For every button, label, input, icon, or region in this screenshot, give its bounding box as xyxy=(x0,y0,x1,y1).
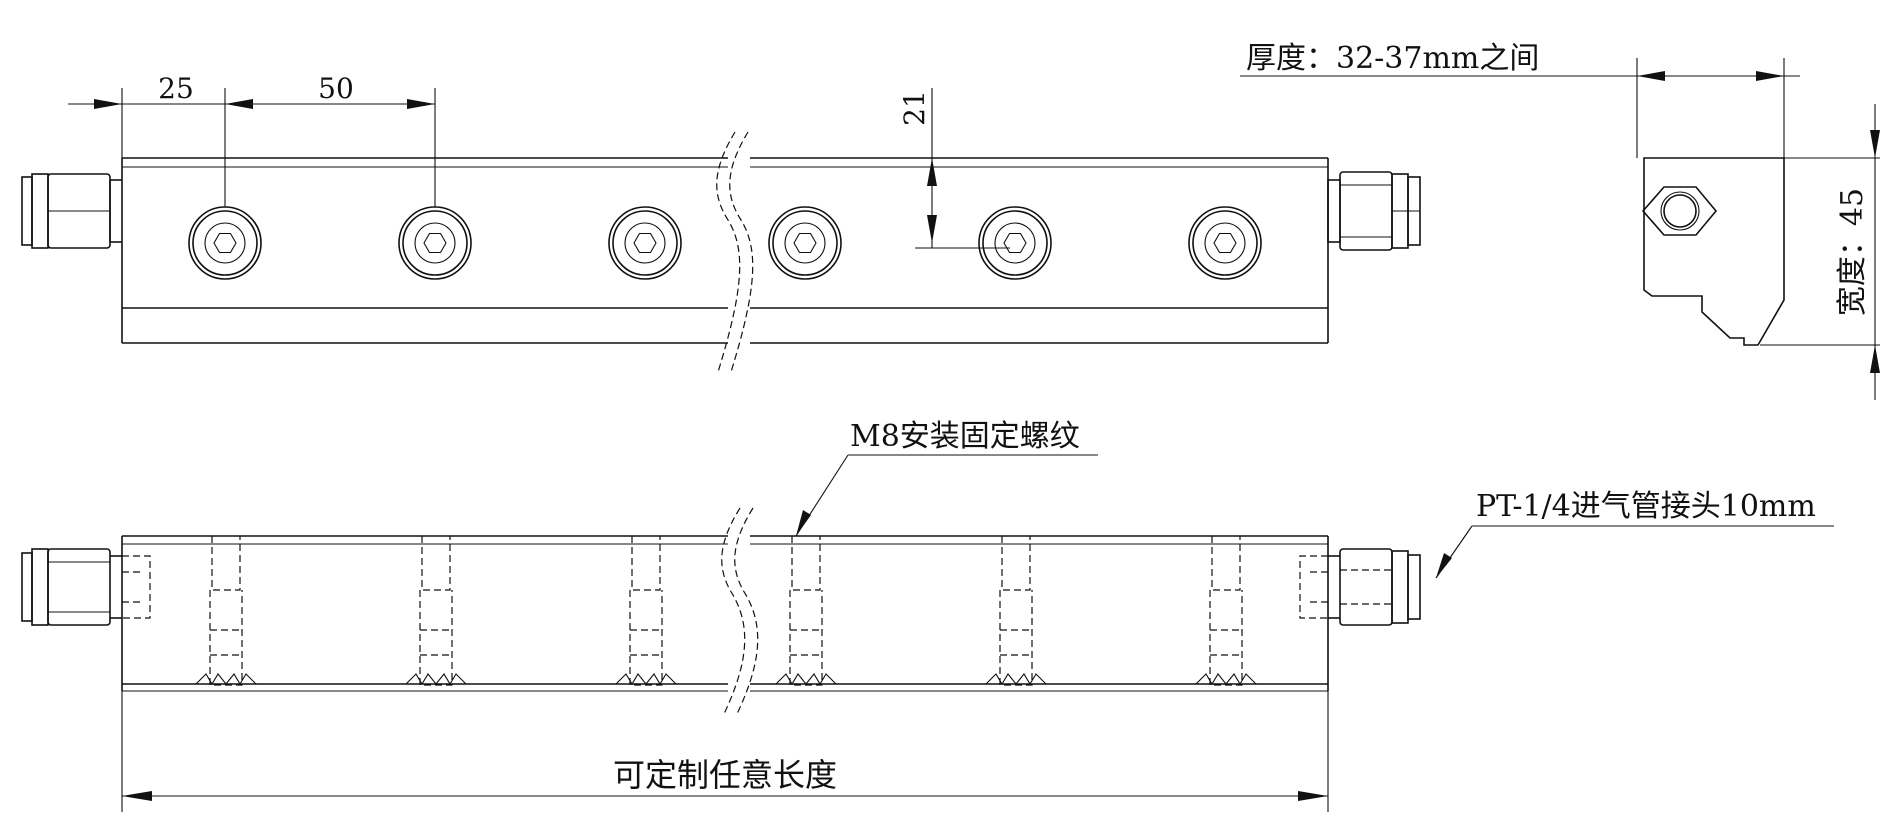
hidden-bolt xyxy=(405,536,467,686)
pitch-dimension: 25 50 xyxy=(68,72,436,207)
screw-hole xyxy=(398,206,472,280)
end-view: 厚度：32-37mm之间 宽度：45 xyxy=(1240,41,1880,400)
end-view-profile xyxy=(1643,157,1785,346)
left-air-fitting xyxy=(21,173,122,249)
screw-hole xyxy=(978,206,1052,280)
air-fitting-callout: PT-1/4进气管接头10mm xyxy=(1435,489,1834,579)
dimension-21-label: 21 xyxy=(898,90,931,126)
left-air-fitting-side xyxy=(21,548,151,626)
break-line xyxy=(721,507,746,717)
hidden-bolt xyxy=(985,536,1047,686)
mount-thread-callout: M8安装固定螺纹 xyxy=(795,419,1098,537)
break-line xyxy=(729,131,754,373)
height-dimension: 21 xyxy=(898,88,1010,249)
hidden-bolt xyxy=(615,536,677,686)
width-label: 宽度：45 xyxy=(1835,188,1870,316)
air-fitting-label: PT-1/4进气管接头10mm xyxy=(1476,489,1816,524)
right-air-fitting xyxy=(1327,171,1421,251)
hidden-bolt xyxy=(775,536,837,686)
screw-hole xyxy=(1188,206,1262,280)
thickness-label: 厚度：32-37mm之间 xyxy=(1246,41,1539,76)
length-dimension: 可定制任意长度 xyxy=(121,691,1329,812)
hidden-bolt xyxy=(1195,536,1257,686)
screw-hole xyxy=(768,206,842,280)
mount-thread-label: M8安装固定螺纹 xyxy=(850,419,1080,454)
dimension-25-label: 25 xyxy=(158,72,194,105)
end-view-hex-nut xyxy=(1641,186,1718,236)
screw-hole xyxy=(608,206,682,280)
hidden-bolt xyxy=(195,536,257,686)
right-air-fitting-side xyxy=(1299,548,1421,626)
front-view: M8安装固定螺纹 PT-1/4进气管接头10mm 可定制任意长度 xyxy=(21,419,1834,812)
dimension-50-label: 50 xyxy=(318,72,354,105)
break-line xyxy=(716,131,741,373)
top-view: 25 50 21 xyxy=(21,72,1421,373)
screw-hole xyxy=(188,206,262,280)
length-label: 可定制任意长度 xyxy=(613,756,837,794)
break-line xyxy=(734,507,759,717)
